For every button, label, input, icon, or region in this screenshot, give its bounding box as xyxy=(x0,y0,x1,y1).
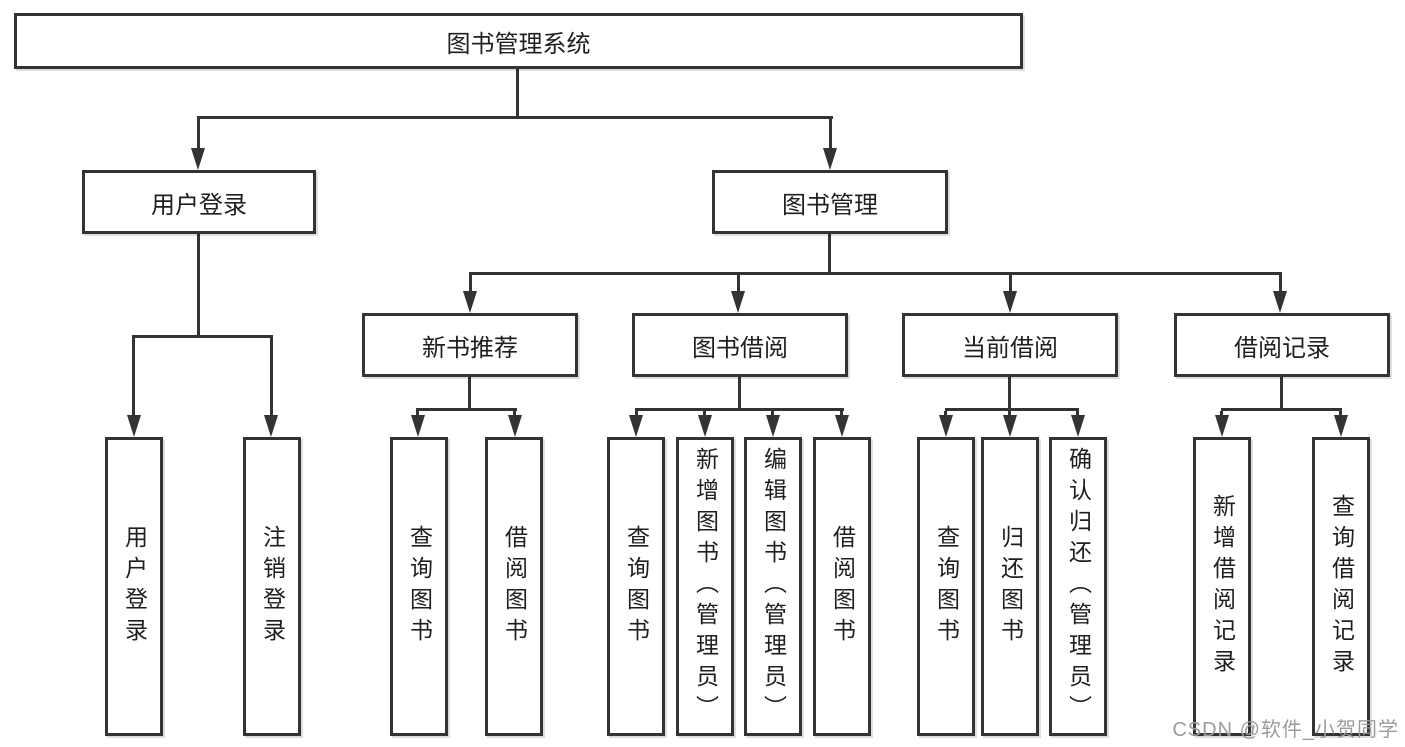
leaf-node-borrow-books-recommend: 借阅图书 xyxy=(485,437,543,736)
leaf-node-user-login: 用户登录 xyxy=(105,437,163,736)
leaf-node-return-books: 归还图书 xyxy=(981,437,1039,736)
leaf-label: 查询借阅记录 xyxy=(1328,493,1355,680)
connector-line xyxy=(944,411,947,417)
arrowhead-down-icon xyxy=(508,415,522,437)
connector-line xyxy=(1008,411,1011,417)
leaf-label: 编辑图书（管理员） xyxy=(760,447,787,726)
arrowhead-down-icon xyxy=(835,415,849,437)
connector-line xyxy=(703,411,706,417)
node-label: 用户登录 xyxy=(151,191,247,219)
arrowhead-down-icon xyxy=(264,415,278,437)
leaf-node-query-books-recommend: 查询图书 xyxy=(390,437,448,736)
node-new-book-recommend: 新书推荐 xyxy=(362,313,578,377)
connector-line xyxy=(635,411,638,417)
leaf-node-query-books-current: 查询图书 xyxy=(917,437,975,736)
connector-line xyxy=(513,411,516,417)
leaf-node-confirm-return-admin: 确认归还（管理员） xyxy=(1049,437,1107,736)
leaf-label: 查询图书 xyxy=(406,524,433,649)
connector-line xyxy=(840,411,843,417)
leaf-label: 查询图书 xyxy=(933,524,960,649)
leaf-node-edit-books-admin: 编辑图书（管理员） xyxy=(744,437,802,736)
arrowhead-down-icon xyxy=(1003,291,1017,313)
connector-line xyxy=(270,338,273,417)
leaf-label: 借阅图书 xyxy=(501,524,528,649)
arrowhead-down-icon xyxy=(1071,415,1085,437)
leaf-node-borrow-books: 借阅图书 xyxy=(813,437,871,736)
node-label: 图书管理 xyxy=(782,191,878,219)
arrowhead-down-icon xyxy=(411,415,425,437)
arrowhead-down-icon xyxy=(939,415,953,437)
connector-line xyxy=(132,338,135,417)
leaf-label: 确认归还（管理员） xyxy=(1065,447,1092,726)
leaf-label: 新增借阅记录 xyxy=(1209,493,1236,680)
connector-line xyxy=(516,68,519,117)
connector-line xyxy=(416,408,517,411)
connector-line xyxy=(828,233,831,274)
leaf-node-query-books-borrowing: 查询图书 xyxy=(607,437,665,736)
arrowhead-down-icon xyxy=(1003,415,1017,437)
node-borrowing-records: 借阅记录 xyxy=(1174,313,1390,377)
leaf-node-add-borrow-record: 新增借阅记录 xyxy=(1193,437,1251,736)
leaf-label: 借阅图书 xyxy=(829,524,856,649)
connector-line xyxy=(737,275,740,292)
csdn-watermark: CSDN @软件_小贺同学 xyxy=(1172,719,1399,741)
connector-line xyxy=(469,272,1282,275)
arrowhead-down-icon xyxy=(629,415,643,437)
connector-line xyxy=(771,411,774,417)
node-current-borrowing: 当前借阅 xyxy=(902,313,1118,377)
connector-line xyxy=(635,408,844,411)
node-label: 新书推荐 xyxy=(422,334,518,362)
leaf-label: 查询图书 xyxy=(623,524,650,649)
node-label: 图书管理系统 xyxy=(446,30,591,58)
connector-line xyxy=(416,411,419,417)
connector-line xyxy=(1280,377,1283,409)
arrowhead-down-icon xyxy=(731,291,745,313)
leaf-node-logout: 注销登录 xyxy=(243,437,301,736)
leaf-node-query-borrow-record: 查询借阅记录 xyxy=(1312,437,1370,736)
leaf-label: 用户登录 xyxy=(121,524,148,649)
arrowhead-down-icon xyxy=(698,415,712,437)
arrowhead-down-icon xyxy=(191,148,205,170)
node-user-login: 用户登录 xyxy=(82,170,316,234)
connector-line xyxy=(197,119,200,150)
connector-line xyxy=(738,377,741,409)
arrowhead-down-icon xyxy=(766,415,780,437)
connector-line xyxy=(945,408,1079,411)
connector-line xyxy=(1220,411,1223,417)
node-label: 当前借阅 xyxy=(962,334,1058,362)
leaf-label: 注销登录 xyxy=(259,524,286,649)
connector-line xyxy=(1008,377,1011,409)
leaf-label: 归还图书 xyxy=(997,524,1024,649)
connector-line xyxy=(469,275,472,292)
connector-line xyxy=(197,116,833,119)
connector-line xyxy=(1221,408,1342,411)
node-library-management-system: 图书管理系统 xyxy=(14,13,1023,69)
node-book-management: 图书管理 xyxy=(712,170,948,234)
arrowhead-down-icon xyxy=(1273,291,1287,313)
arrowhead-down-icon xyxy=(1215,415,1229,437)
connector-line xyxy=(1076,411,1079,417)
connector-line xyxy=(132,335,273,338)
connector-line xyxy=(1339,411,1342,417)
node-label: 借阅记录 xyxy=(1234,334,1330,362)
arrowhead-down-icon xyxy=(1334,415,1348,437)
arrowhead-down-icon xyxy=(463,291,477,313)
connector-line xyxy=(197,233,200,336)
connector-line xyxy=(1009,275,1012,292)
arrowhead-down-icon xyxy=(127,415,141,437)
connector-line xyxy=(1279,275,1282,292)
node-label: 图书借阅 xyxy=(692,334,788,362)
leaf-node-add-books-admin: 新增图书（管理员） xyxy=(676,437,734,736)
leaf-label: 新增图书（管理员） xyxy=(692,447,719,726)
node-book-borrowing: 图书借阅 xyxy=(632,313,848,377)
arrowhead-down-icon xyxy=(823,148,837,170)
connector-line xyxy=(829,119,832,150)
connector-line xyxy=(468,377,471,409)
